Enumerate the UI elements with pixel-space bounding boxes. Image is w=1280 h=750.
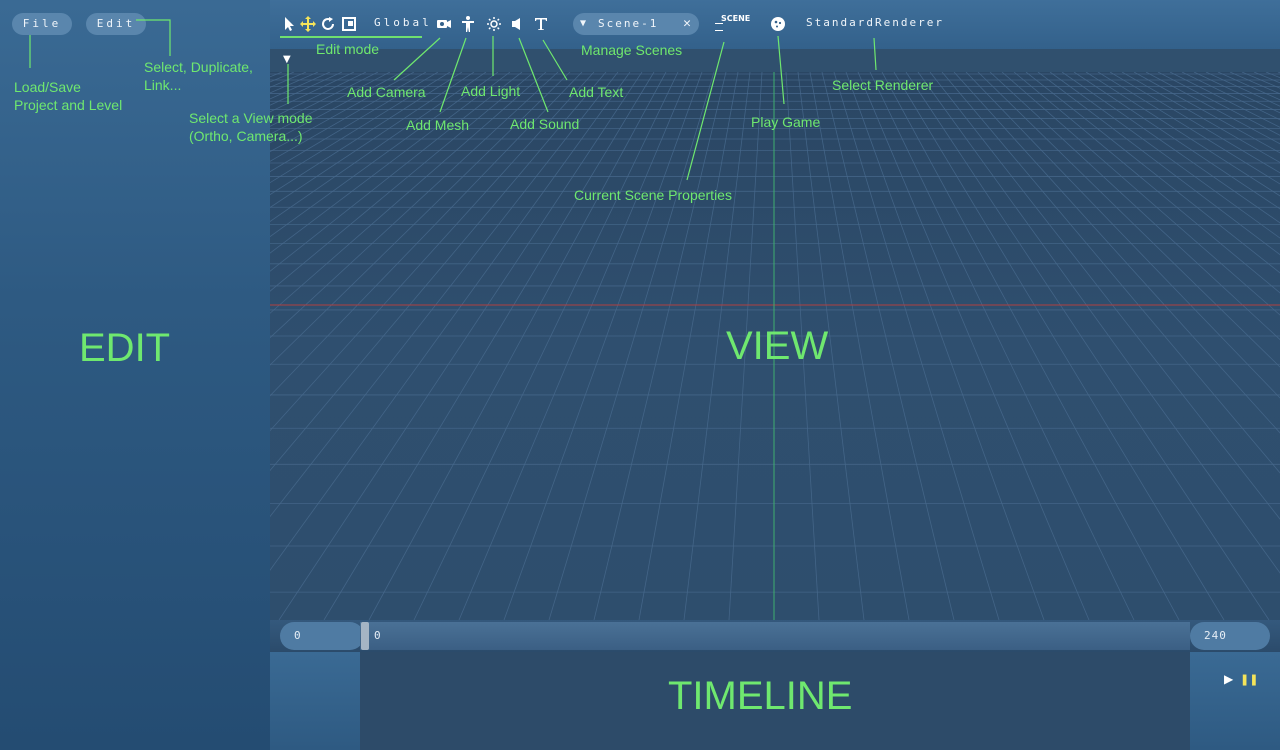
rotate-icon[interactable] <box>318 14 338 34</box>
annotation-add-text: Add Text <box>569 84 624 100</box>
coordinate-space-toggle[interactable]: Global <box>374 16 432 29</box>
timeline-left-panel <box>270 652 360 750</box>
light-sun-icon[interactable] <box>484 14 504 34</box>
renderer-selector[interactable]: StandardRenderer <box>806 16 944 29</box>
play-game-icon[interactable] <box>768 14 788 34</box>
pause-icon[interactable]: ❚❚ <box>1240 673 1259 686</box>
scene-properties-label: SCENE <box>721 14 751 23</box>
annotation-current-scene-properties: Current Scene Properties <box>574 187 732 203</box>
close-x-icon[interactable]: ✕ <box>683 16 691 31</box>
dropdown-triangle-icon: ▼ <box>580 18 589 29</box>
3d-viewport[interactable] <box>270 72 1280 620</box>
scene-properties-icon[interactable]: SCENE <box>714 14 750 34</box>
edit-menu-button[interactable]: Edit <box>86 13 146 35</box>
scene-properties-lines <box>715 23 723 31</box>
scene-name: Scene-1 <box>598 17 659 30</box>
timeline-start-field[interactable]: 0 <box>280 622 364 650</box>
annotation-add-light: Add Light <box>461 83 521 99</box>
timeline-track[interactable]: 0 <box>360 622 1190 650</box>
scale-icon[interactable] <box>339 14 359 34</box>
annotation-add-sound: Add Sound <box>510 116 580 132</box>
camera-icon[interactable] <box>434 14 454 34</box>
annotation-load-save: Load/Save Project and Level <box>14 79 123 113</box>
sound-speaker-icon[interactable] <box>507 14 527 34</box>
region-label-edit: EDIT <box>79 326 171 370</box>
annotation-add-camera: Add Camera <box>347 84 426 100</box>
edit-mode-underline <box>280 36 422 38</box>
viewport-grid <box>270 72 1280 620</box>
view-mode-dropdown[interactable]: ▼ <box>283 54 291 65</box>
annotation-manage-scenes: Manage Scenes <box>581 42 683 58</box>
annotation-select-renderer: Select Renderer <box>832 77 934 93</box>
annotation-edit-mode: Edit mode <box>316 41 380 57</box>
select-arrow-icon[interactable] <box>279 14 299 34</box>
annotation-view-mode: Select a View mode (Ortho, Camera...) <box>189 110 313 144</box>
timeline-body[interactable] <box>360 652 1190 750</box>
play-icon[interactable]: ▶ <box>1224 672 1234 686</box>
timeline-handle[interactable] <box>361 622 369 650</box>
text-t-icon[interactable] <box>531 14 551 34</box>
scene-selector[interactable]: ▼ Scene-1 ✕ <box>573 13 699 35</box>
move-icon[interactable] <box>298 14 318 34</box>
file-menu-button[interactable]: File <box>12 13 72 35</box>
region-label-timeline: TIMELINE <box>668 674 853 718</box>
view-subbar <box>270 49 1280 72</box>
timeline-right-panel <box>1190 652 1280 750</box>
annotation-play-game: Play Game <box>751 114 821 130</box>
mesh-figure-icon[interactable] <box>458 14 478 34</box>
annotation-select-duplicate: Select, Duplicate, Link... <box>144 59 253 93</box>
edit-panel <box>0 0 270 750</box>
timeline-end-field[interactable]: 240 <box>1190 622 1270 650</box>
region-label-view: VIEW <box>726 324 829 368</box>
annotation-add-mesh: Add Mesh <box>406 117 470 133</box>
